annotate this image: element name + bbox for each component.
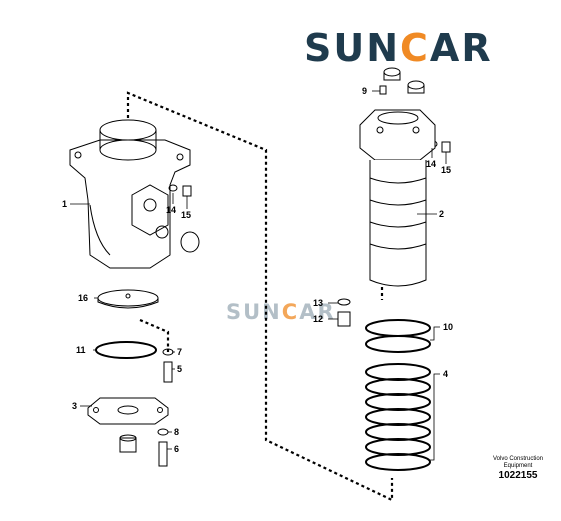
- plug-9: [379, 85, 387, 95]
- assembly-dashed-path-lower: [139, 318, 170, 352]
- callout-6: 6: [174, 444, 179, 454]
- callout-15a: 15: [181, 210, 191, 220]
- callout-14a: 14: [166, 205, 176, 215]
- seal-13: [337, 298, 351, 306]
- washer-8: [157, 428, 169, 436]
- bolt-15b: [441, 141, 451, 153]
- callout-12: 12: [313, 314, 323, 324]
- callout-15b: 15: [441, 165, 451, 175]
- plug-12: [337, 311, 351, 327]
- spring-part: [365, 363, 431, 471]
- callout-14b: 14: [426, 159, 436, 169]
- callout-8: 8: [174, 427, 179, 437]
- callout-11: 11: [76, 345, 86, 355]
- callout-1: 1: [62, 199, 67, 209]
- callout-16: 16: [78, 293, 88, 303]
- suncar-watermark: SUNCAR: [226, 300, 336, 324]
- housing-part: [69, 119, 200, 269]
- callout-10: 10: [443, 322, 453, 332]
- washer-14a: [168, 184, 178, 192]
- callout-13: 13: [313, 298, 323, 308]
- bolt-6: [158, 441, 168, 467]
- credit-line-1: Volvo Construction: [492, 456, 544, 462]
- drawing-number: 1022155: [498, 470, 538, 481]
- valve-assembly-part: [359, 67, 436, 287]
- callout-9: 9: [362, 86, 367, 96]
- callout-5: 5: [177, 364, 182, 374]
- cover-part: [87, 397, 169, 425]
- leader-lines: [70, 90, 447, 461]
- o-ring-part: [95, 341, 157, 359]
- assembly-dashed-path: [126, 91, 394, 502]
- bolt-15a: [182, 185, 192, 197]
- callout-2: 2: [439, 209, 444, 219]
- plug-part: [119, 434, 137, 453]
- callout-7: 7: [177, 347, 182, 357]
- plate-part: [97, 289, 159, 309]
- callout-4: 4: [443, 369, 448, 379]
- suncar-logo: SUNCAR: [304, 26, 493, 70]
- ring-set-part: [365, 319, 431, 353]
- callout-3: 3: [72, 401, 77, 411]
- credit-line-2: Equipment: [503, 463, 533, 469]
- bolt-5: [163, 361, 173, 383]
